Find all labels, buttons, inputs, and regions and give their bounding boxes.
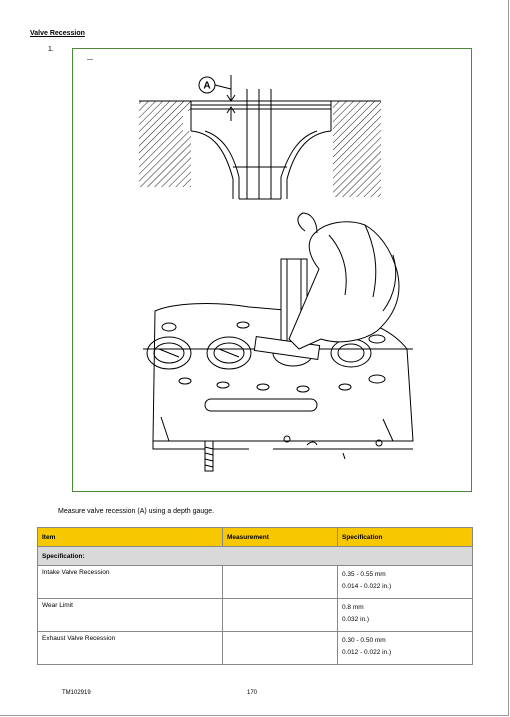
table-row: Wear Limit 0.8 mm 0.032 in.) bbox=[37, 598, 473, 632]
header-specification: Specification bbox=[337, 527, 473, 547]
spec-imperial: 0.014 - 0.022 in.) bbox=[342, 583, 392, 590]
cylinder-head-drawing bbox=[143, 212, 414, 472]
valve-cross-section bbox=[139, 89, 381, 200]
figure-dash: — bbox=[87, 57, 93, 63]
group-label: Specification: bbox=[37, 546, 473, 566]
spec-imperial: 0.012 - 0.022 in.) bbox=[342, 649, 392, 656]
row-item: Intake Valve Recession bbox=[37, 565, 223, 599]
table-row: Exhaust Valve Recession 0.30 - 0.50 mm 0… bbox=[37, 631, 473, 665]
callout-a bbox=[198, 75, 236, 121]
row-measurement bbox=[222, 598, 338, 632]
table-header-row: Item Measurement Specification bbox=[37, 527, 473, 547]
figure-caption: Measure valve recession (A) using a dept… bbox=[58, 508, 215, 515]
table-group-row: Specification: bbox=[37, 546, 473, 566]
spec-table: Item Measurement Specification Specifica… bbox=[37, 527, 473, 665]
callout-a-label: A bbox=[203, 81, 210, 92]
spec-metric: 0.8 mm bbox=[342, 604, 364, 611]
header-measurement: Measurement bbox=[222, 527, 338, 547]
row-measurement bbox=[222, 631, 338, 665]
row-measurement bbox=[222, 565, 338, 599]
spec-metric: 0.30 - 0.50 mm bbox=[342, 637, 386, 644]
figure-frame: — bbox=[72, 48, 472, 492]
row-specification: 0.30 - 0.50 mm 0.012 - 0.022 in.) bbox=[337, 631, 473, 665]
row-item: Wear Limit bbox=[37, 598, 223, 632]
header-item: Item bbox=[37, 527, 223, 547]
row-specification: 0.35 - 0.55 mm 0.014 - 0.022 in.) bbox=[337, 565, 473, 599]
valve-recession-illustration: A bbox=[139, 75, 414, 472]
table-row: Intake Valve Recession 0.35 - 0.55 mm 0.… bbox=[37, 565, 473, 599]
step-number: 1. bbox=[48, 46, 54, 53]
section-title: Valve Recession bbox=[30, 30, 85, 37]
footer-doc-id: TM102919 bbox=[62, 690, 91, 696]
spec-imperial: 0.032 in.) bbox=[342, 616, 370, 623]
row-item: Exhaust Valve Recession bbox=[37, 631, 223, 665]
row-specification: 0.8 mm 0.032 in.) bbox=[337, 598, 473, 632]
footer-page-number: 170 bbox=[247, 690, 258, 696]
spec-metric: 0.35 - 0.55 mm bbox=[342, 571, 386, 578]
